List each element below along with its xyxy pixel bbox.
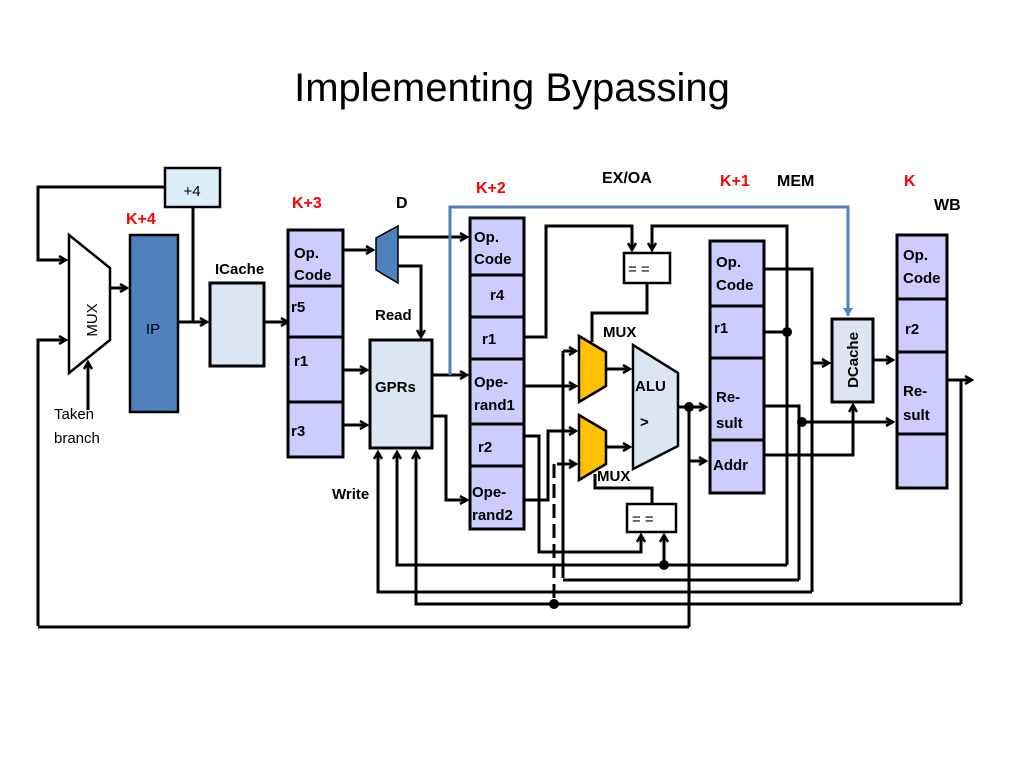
comparator-bottom	[625, 502, 678, 534]
junction-alu-out	[684, 402, 694, 412]
mem-wires	[764, 267, 893, 592]
alu-label: ALU	[635, 378, 666, 395]
wb-result-2: sult	[903, 407, 930, 424]
dcache-label: DCache	[845, 332, 862, 388]
dec-r1: r1	[294, 353, 308, 370]
ex-opcode-1: Op.	[474, 229, 499, 246]
ex-pipeline-register: Op. Code r4 r1 Ope- rand1 r2 Ope- rand2	[468, 216, 526, 531]
junction-wb-bus	[549, 599, 559, 609]
junction-mem-r1	[782, 327, 792, 337]
dec-r3: r3	[291, 423, 305, 440]
gprs-box	[368, 338, 434, 450]
read-label: Read	[375, 307, 412, 324]
stage-label-k3: K+3	[292, 195, 322, 212]
dec-r5: r5	[291, 299, 305, 316]
stage-label-k4: K+4	[126, 211, 156, 228]
write-label: Write	[332, 486, 369, 503]
dec-opcode-1: Op.	[294, 245, 319, 262]
mux-bottom-label: MUX	[597, 468, 630, 485]
ex-r1: r1	[482, 331, 496, 348]
wb-opcode-1: Op.	[903, 247, 928, 264]
taken-branch-label-2: branch	[54, 430, 100, 447]
mem-pipeline-register: Op. Code r1 Re- sult Addr	[708, 239, 766, 495]
mem-result-2: sult	[716, 415, 743, 432]
ex-operand2-2: rand2	[472, 507, 513, 524]
icache-box	[208, 281, 266, 368]
wb-opcode-2: Code	[903, 270, 941, 287]
decoder	[375, 224, 399, 285]
bypass-mux-top	[577, 333, 608, 405]
plus4-label: +4	[183, 183, 200, 200]
comparator-bottom-label: = =	[632, 511, 654, 528]
stage-name-decode: D	[396, 195, 408, 212]
wb-wires	[947, 380, 972, 604]
wb-pipeline-register: Op. Code r2 Re- sult	[895, 233, 949, 490]
mem-opcode-2: Code	[716, 277, 754, 294]
mem-result-1: Re-	[716, 389, 740, 406]
ip-label: IP	[146, 321, 160, 338]
junction-compare-bottom	[659, 560, 669, 570]
mem-opcode-1: Op.	[716, 254, 741, 271]
junction-mem-result	[797, 417, 807, 427]
slide-title: Implementing Bypassing	[294, 66, 730, 110]
stage-name-mem: MEM	[777, 173, 814, 190]
decode-pipeline-register: Op. Code r5 r1 r3	[286, 228, 345, 459]
alu	[631, 342, 680, 472]
bypass-mux-bottom	[577, 412, 608, 483]
pc-mux-label: MUX	[84, 303, 101, 336]
taken-branch-label-1: Taken	[54, 406, 94, 423]
mem-addr: Addr	[713, 457, 748, 474]
alu-symbol: >	[640, 414, 649, 431]
stage-name-exoa: EX/OA	[602, 170, 652, 187]
icache-label: ICache	[215, 261, 264, 278]
ex-opcode-2: Code	[474, 251, 512, 268]
pc-mux: MUX	[67, 232, 112, 376]
ex-r2: r2	[478, 439, 492, 456]
mem-r1: r1	[714, 320, 728, 337]
stage-name-wb: WB	[934, 197, 961, 214]
ex-operand1-2: rand1	[474, 397, 515, 414]
stage-label-k2: K+2	[476, 180, 506, 197]
mux-top-label: MUX	[603, 324, 636, 341]
comparator-top-label: = =	[628, 261, 650, 278]
ex-r4: r4	[490, 287, 505, 304]
ex-wires	[524, 224, 789, 627]
ip-register: IP	[128, 233, 180, 414]
wb-result-1: Re-	[903, 383, 927, 400]
ex-operand1-1: Ope-	[474, 374, 508, 391]
gprs-label: GPRs	[375, 379, 416, 396]
dec-opcode-2: Code	[294, 267, 332, 284]
fetch-wires	[36, 185, 288, 626]
stage-label-k: K	[904, 173, 916, 190]
bypass-wire-blue	[448, 205, 853, 375]
plus4-adder: +4	[163, 166, 222, 209]
stage-label-k1: K+1	[720, 173, 750, 190]
ex-operand2-1: Ope-	[472, 484, 506, 501]
wb-r2: r2	[905, 321, 919, 338]
feedback-buses	[38, 452, 961, 629]
